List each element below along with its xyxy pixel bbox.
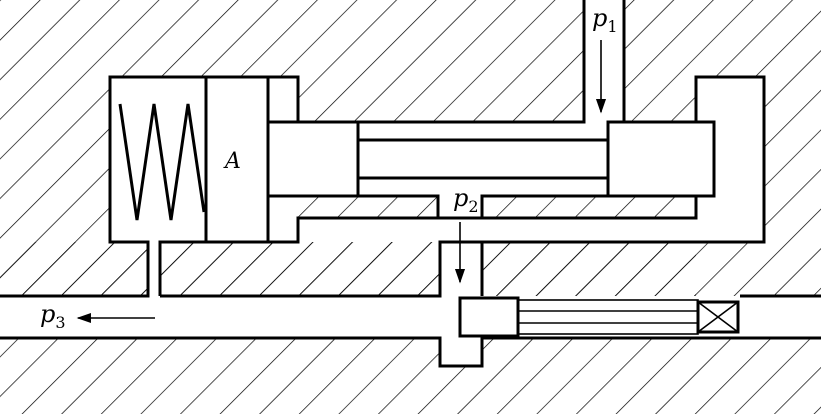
- p1-label: p1: [592, 4, 618, 36]
- spool-valve: [204, 75, 716, 244]
- internal-lands: [0, 196, 696, 296]
- p2-label: p2: [453, 184, 479, 216]
- p3-label: p3: [40, 300, 66, 332]
- chamber-a-label: A: [223, 149, 241, 174]
- plug-piston: [458, 296, 740, 338]
- spring: [118, 103, 206, 221]
- body-outline: [0, 0, 821, 368]
